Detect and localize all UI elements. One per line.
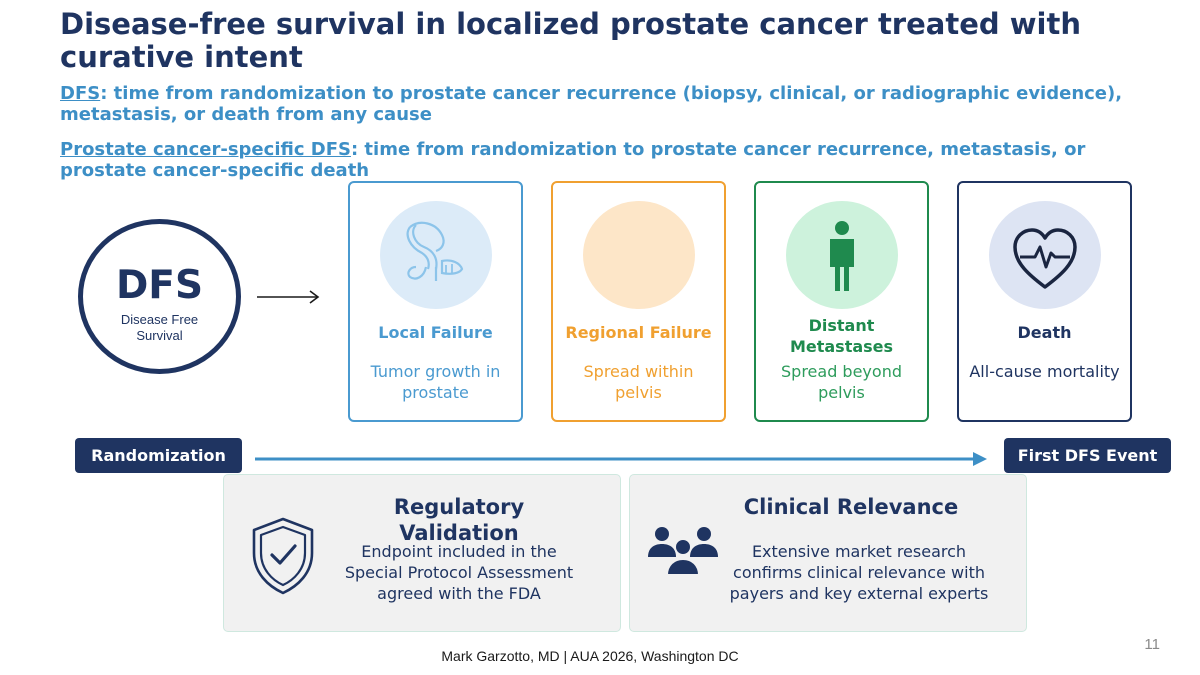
card-title: Regional Failure bbox=[565, 323, 712, 342]
card-icon-circle bbox=[583, 201, 695, 309]
definition-term: Prostate cancer-specific DFS bbox=[60, 139, 351, 160]
card-distant-metastases: Distant Metastases Spread beyond pelvis bbox=[754, 181, 929, 422]
page-number: 11 bbox=[1144, 636, 1160, 653]
card-icon-circle bbox=[380, 201, 492, 309]
card-description: Spread beyond pelvis bbox=[781, 362, 902, 402]
definition-term: DFS bbox=[60, 83, 101, 104]
timeline-arrow bbox=[255, 452, 987, 466]
card-death: Death All-cause mortality bbox=[957, 181, 1132, 422]
dfs-full-label: Disease Free Survival bbox=[120, 312, 199, 343]
heartbeat-icon bbox=[1013, 228, 1077, 289]
definition-pcs-dfs: Prostate cancer-specific DFS: time from … bbox=[60, 139, 1150, 181]
panel-regulatory-validation: Regulatory Validation Endpoint included … bbox=[223, 474, 621, 632]
card-title: Local Failure bbox=[378, 323, 493, 342]
definition-dfs: DFS: time from randomization to prostate… bbox=[60, 83, 1150, 125]
shield-check-icon bbox=[252, 517, 314, 595]
card-description: Tumor growth in prostate bbox=[370, 362, 501, 402]
panel-description: Extensive market research confirms clini… bbox=[729, 542, 989, 603]
card-icon-circle bbox=[989, 201, 1101, 309]
card-regional-failure: Regional Failure Spread within pelvis bbox=[551, 181, 726, 422]
definition-text: : time from randomization to prostate ca… bbox=[60, 139, 1086, 181]
slide-footer: Mark Garzotto, MD | AUA 2026, Washington… bbox=[441, 648, 739, 664]
panel-description: Endpoint included in the Special Protoco… bbox=[344, 542, 574, 603]
card-title: Distant Metastases bbox=[789, 316, 894, 356]
timeline-end-label: First DFS Event bbox=[1004, 438, 1171, 473]
card-title: Death bbox=[1017, 323, 1072, 342]
card-local-failure: Local Failure Tumor growth in prostate bbox=[348, 181, 523, 422]
card-description: Spread within pelvis bbox=[583, 362, 694, 402]
panel-title: Clinical Relevance bbox=[743, 495, 959, 519]
panel-clinical-relevance: Clinical Relevance Extensive market rese… bbox=[629, 474, 1027, 632]
card-icon-circle bbox=[786, 201, 898, 309]
people-group-icon bbox=[648, 527, 718, 576]
slide-title: Disease-free survival in localized prost… bbox=[60, 7, 1081, 74]
panel-title: Regulatory Validation bbox=[393, 495, 525, 545]
prostate-icon bbox=[406, 221, 464, 281]
dfs-abbreviation: DFS bbox=[115, 263, 204, 308]
definition-text: : time from randomization to prostate ca… bbox=[60, 83, 1123, 125]
dfs-badge: DFS Disease Free Survival bbox=[78, 219, 241, 374]
arrow-right-icon bbox=[257, 290, 320, 304]
timeline-start-label: Randomization bbox=[75, 438, 242, 473]
person-icon bbox=[830, 221, 854, 291]
card-description: All-cause mortality bbox=[969, 362, 1120, 381]
